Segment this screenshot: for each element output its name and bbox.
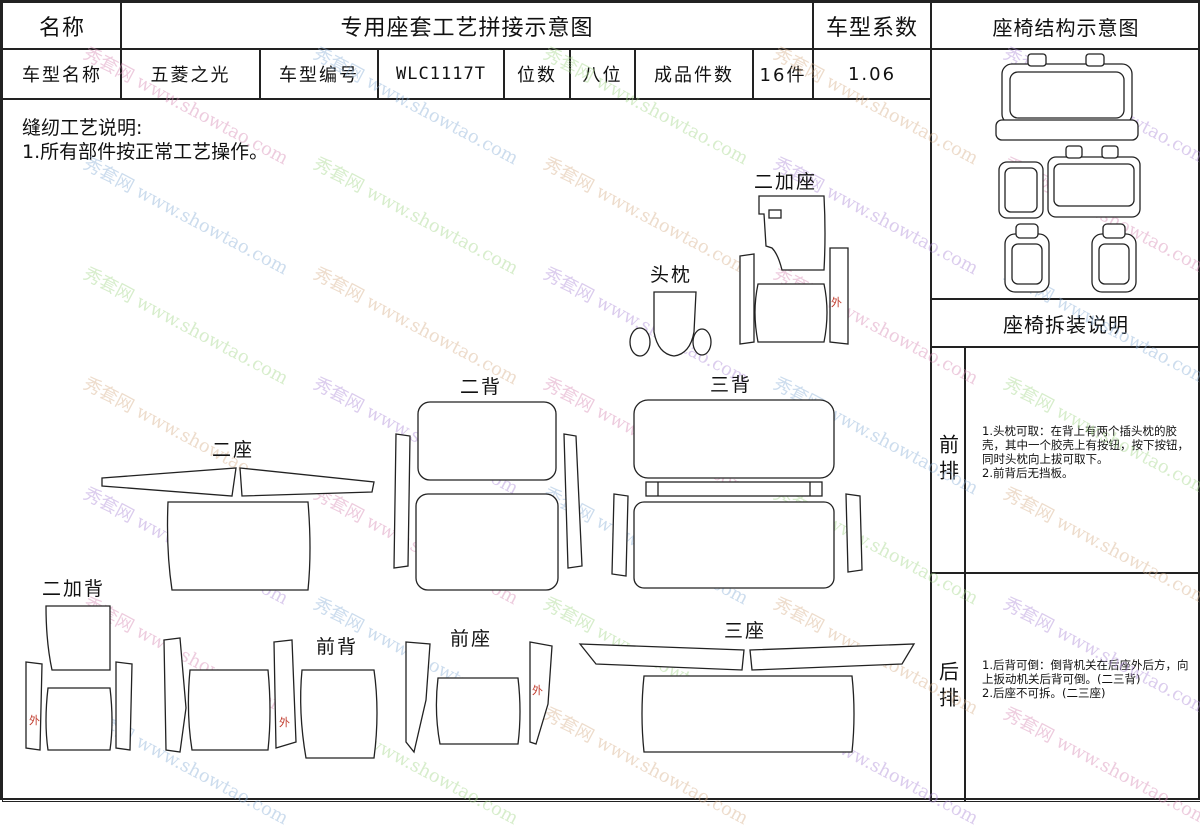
front-row-label: 前排 xyxy=(935,434,960,486)
label-third-seat: 三座 xyxy=(724,620,767,642)
seats-cell: 八位 xyxy=(569,48,636,100)
model-code-label-cell: 车型编号 xyxy=(259,48,379,100)
label-extra-back: 二加背 xyxy=(42,578,106,600)
label-second-seat: 二座 xyxy=(212,439,255,461)
pieces-value: 16件 xyxy=(759,65,807,86)
pieces-label-cell: 成品件数 xyxy=(634,48,754,100)
model-name-label: 车型名称 xyxy=(22,65,102,86)
coef-label: 车型系数 xyxy=(825,16,918,41)
removal-title: 座椅拆装说明 xyxy=(1003,312,1129,337)
headrest-pieces xyxy=(629,291,712,357)
front-seats-icon xyxy=(1004,223,1137,293)
coef-value-cell: 1.06 xyxy=(812,48,932,100)
third-back-pieces xyxy=(611,399,863,589)
label-third-back: 三背 xyxy=(710,374,753,396)
label-extra-seat: 二加座 xyxy=(754,171,818,193)
doc-title: 专用座套工艺拼接示意图 xyxy=(340,16,594,41)
coef-label-cell: 车型系数 xyxy=(812,2,932,50)
name-label: 名称 xyxy=(38,16,85,41)
model-name-cell: 五菱之光 xyxy=(120,48,261,100)
struct-title-cell: 座椅结构示意图 xyxy=(930,2,1200,50)
outer-mark-3: 外 xyxy=(279,716,290,729)
front-row-text: 1.头枕可取：在背上有两个插头枕的胶壳，其中一个胶壳上有按钮，按下按钮，同时头枕… xyxy=(982,424,1189,480)
name-label-cell: 名称 xyxy=(2,2,122,50)
front-row-text-cell xyxy=(964,346,1200,574)
pieces-cell: 16件 xyxy=(752,48,814,100)
notes-title: 缝纫工艺说明: xyxy=(22,117,143,139)
model-code: WLC1117T xyxy=(396,64,486,84)
pieces-label: 成品件数 xyxy=(654,65,734,86)
third-seat-pieces xyxy=(578,643,916,753)
model-name-label-cell: 车型名称 xyxy=(2,48,122,100)
rear-row-label: 后排 xyxy=(935,661,960,713)
pattern-pieces: 外 外 外 外 xyxy=(25,195,916,759)
front-back-pieces xyxy=(163,637,378,759)
model-name: 五菱之光 xyxy=(150,65,231,86)
extra-back-pieces xyxy=(25,605,133,751)
front-seat-pieces xyxy=(405,641,553,754)
doc-title-cell: 专用座套工艺拼接示意图 xyxy=(120,2,814,50)
outer-mark-4: 外 xyxy=(532,684,543,697)
sewing-notes: 缝纫工艺说明: 1.所有部件按正常工艺操作。 xyxy=(22,116,268,164)
rear-row-text: 1.后背可倒：倒背机关在后座外后方，向上扳动机关后背可倒。(二三背) 2.后座不… xyxy=(982,658,1189,700)
rear-row-label-cell: 后排 xyxy=(930,572,966,802)
model-code-label: 车型编号 xyxy=(279,65,359,86)
notes-line-1: 1.所有部件按正常工艺操作。 xyxy=(22,141,269,163)
front-row-label-cell: 前排 xyxy=(930,346,966,574)
struct-title: 座椅结构示意图 xyxy=(992,15,1140,40)
rear-bench-icon xyxy=(995,53,1139,141)
structure-diagram-cell xyxy=(930,48,1200,300)
seats-label: 位数 xyxy=(517,65,557,86)
model-code-cell: WLC1117T xyxy=(377,48,505,100)
removal-title-cell: 座椅拆装说明 xyxy=(930,298,1200,348)
second-seat-pieces xyxy=(101,467,375,591)
second-back-pieces xyxy=(393,401,583,591)
seats-value: 八位 xyxy=(582,65,623,86)
coef-value: 1.06 xyxy=(847,63,897,85)
seat-structure-diagram xyxy=(995,53,1141,293)
outer-mark-1: 外 xyxy=(831,296,842,309)
label-headrest: 头枕 xyxy=(650,264,693,286)
extra-seat-pieces xyxy=(739,195,849,345)
label-second-back: 二背 xyxy=(460,376,503,398)
middle-bench-icon xyxy=(998,145,1141,219)
label-front-seat: 前座 xyxy=(450,628,493,650)
label-front-back: 前背 xyxy=(316,636,359,658)
seats-label-cell: 位数 xyxy=(503,48,571,100)
outer-mark-2: 外 xyxy=(29,714,40,727)
